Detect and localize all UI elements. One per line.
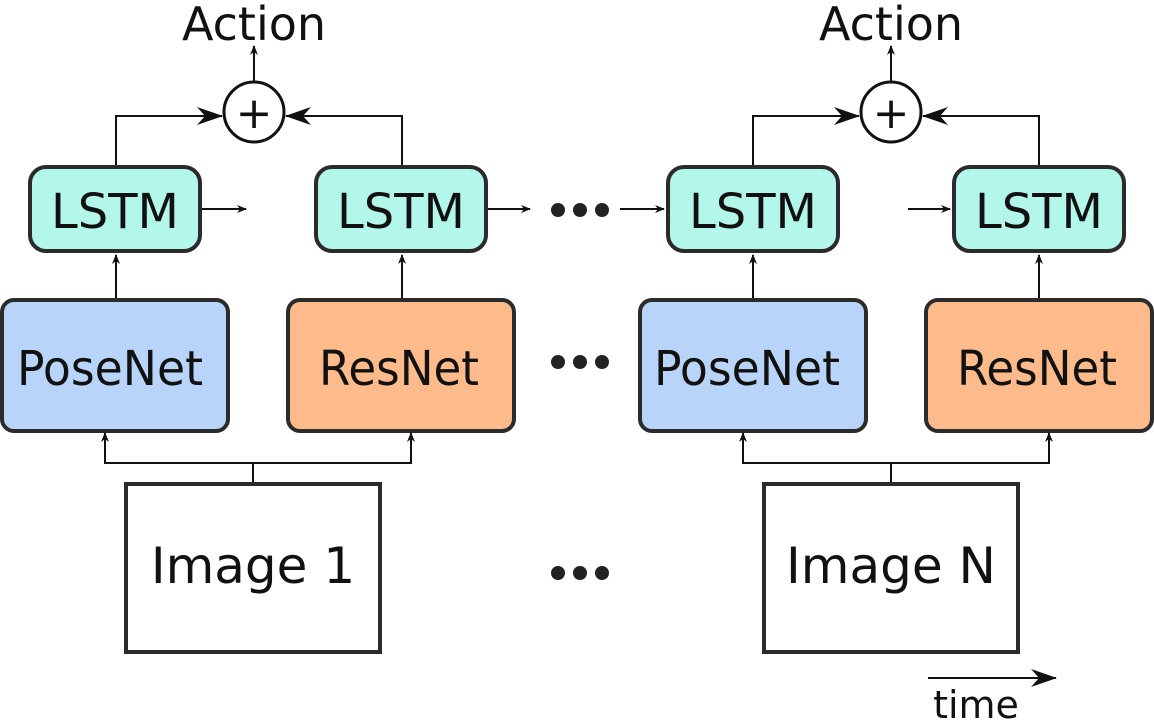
lstm-to-sum-left-n xyxy=(752,107,860,166)
image-box-1 xyxy=(124,482,382,654)
ellipsis-lstm xyxy=(551,203,609,217)
lstm-to-sum-left-1 xyxy=(115,107,223,166)
resnet-box-1 xyxy=(286,298,516,433)
lstm-box-1b xyxy=(314,165,488,253)
image-label-n: Image N xyxy=(786,537,996,595)
image-label-1: Image 1 xyxy=(151,537,355,595)
group-n: Action + LSTM LSTM PoseNet ResNet Image … xyxy=(620,0,1154,654)
sum-symbol-1: + xyxy=(236,88,273,139)
image-to-resnet-n xyxy=(891,432,1053,464)
time-label: time xyxy=(933,683,1019,721)
posenet-label-1: PoseNet xyxy=(17,341,203,397)
image-to-posenet-1 xyxy=(101,432,254,484)
ellipsis-images xyxy=(551,566,609,580)
lstm-box-na xyxy=(666,165,840,253)
group-1: Action + LSTM LSTM PoseNet ResNet Image … xyxy=(0,0,531,654)
sum-symbol-n: + xyxy=(873,88,910,139)
sum-node-n xyxy=(859,80,923,144)
posenet-box-1 xyxy=(0,298,230,433)
lstm-box-1a xyxy=(28,165,202,253)
lstm-to-sum-right-n xyxy=(922,107,1040,166)
posenet-box-n xyxy=(638,298,868,433)
lstm-box-nb xyxy=(952,165,1126,253)
ellipsis-nets xyxy=(551,355,609,369)
image-to-resnet-1 xyxy=(253,432,415,464)
resnet-box-n xyxy=(924,298,1154,433)
lstm-label-na: LSTM xyxy=(689,184,817,240)
action-label-1: Action xyxy=(182,0,326,51)
lstm-label-1a: LSTM xyxy=(51,184,179,240)
lstm-label-nb: LSTM xyxy=(975,184,1103,240)
action-label-n: Action xyxy=(819,0,963,51)
resnet-label-1: ResNet xyxy=(319,341,479,397)
posenet-label-n: PoseNet xyxy=(654,341,840,397)
lstm-label-1b: LSTM xyxy=(337,184,465,240)
image-box-n xyxy=(762,482,1020,654)
lstm-to-sum-right-1 xyxy=(285,107,403,166)
sum-node-1 xyxy=(222,80,286,144)
image-to-posenet-n xyxy=(739,432,892,484)
resnet-label-n: ResNet xyxy=(957,341,1117,397)
